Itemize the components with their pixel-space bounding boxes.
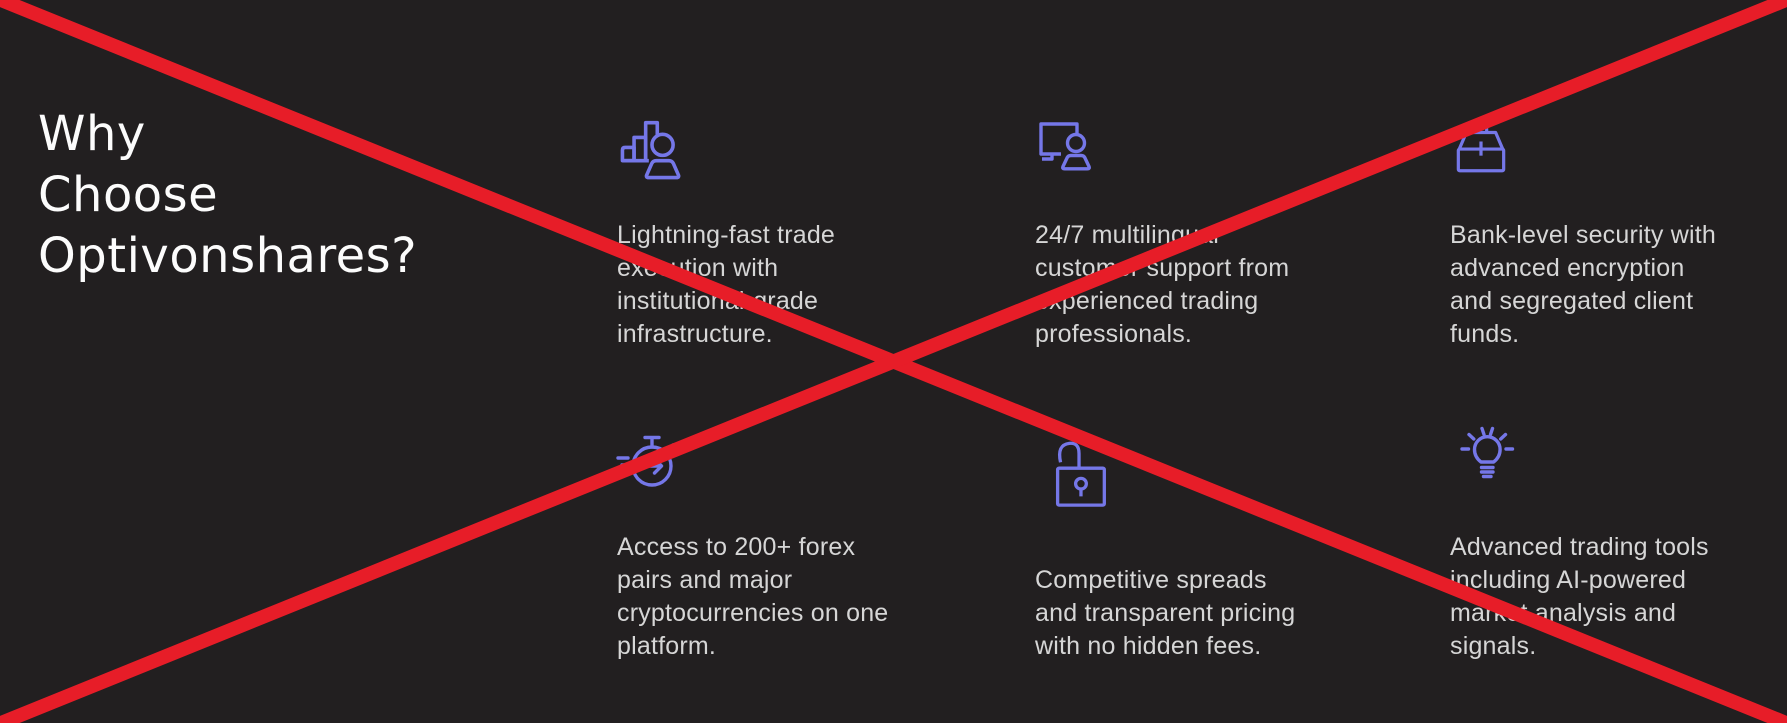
feature-text: Competitive spreads and transparent pric… [1035,566,1296,660]
feature-text: 24/7 multilingual customer support from … [1035,221,1290,348]
feature-text: Lightning-fast trade execution with inst… [617,221,836,348]
unlocked-padlock-icon [1044,436,1116,512]
feature-text: Advanced trading tools including AI-powe… [1450,533,1709,660]
section-title: Why Choose Optivonshares? [38,106,418,284]
support-monitor-person-icon [1031,116,1095,180]
chart-person-icon [614,110,690,186]
stopwatch-speed-icon [614,426,680,492]
briefcase-security-icon [1447,116,1515,184]
feature-text: Bank-level security with advanced encryp… [1450,221,1717,348]
feature-text: Access to 200+ forex pairs and major cry… [617,533,889,660]
lightbulb-idea-icon [1455,422,1519,488]
